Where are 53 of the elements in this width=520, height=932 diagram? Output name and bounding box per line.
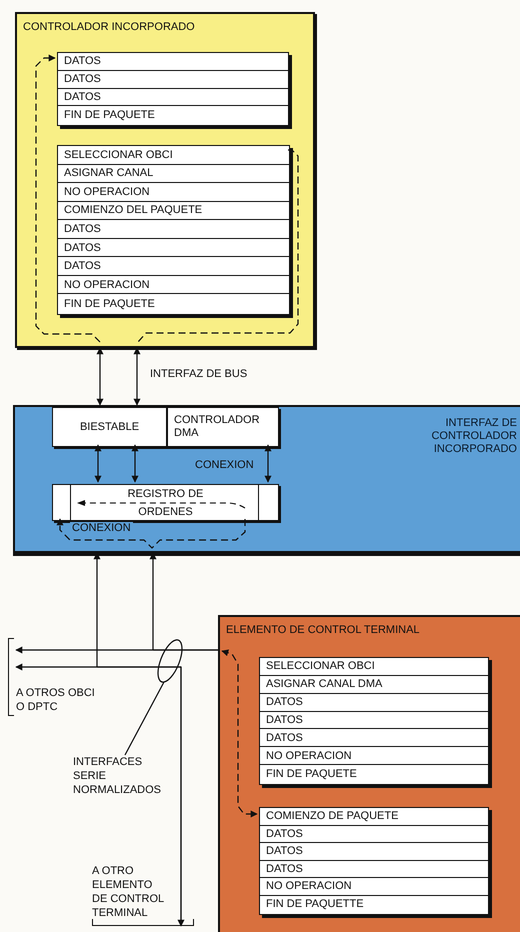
list-row-text: FIN DE PAQUETE [265,766,358,782]
arrow [134,347,140,406]
list-row: NO OPERACION [260,878,488,896]
panel [218,615,520,932]
list-row-text: FIN DE PAQUETE [63,108,156,124]
block-box: CONTROLADOR DMA [167,407,279,447]
list-row: DATOS [58,88,288,106]
list-row: DATOS [58,53,288,71]
list-row: SELECCIONAR OBCI [58,146,289,165]
list-row: COMIENZO DEL PAQUETE [58,202,289,220]
dashed-arrow [35,54,100,342]
message-list [259,807,489,915]
list-row: ASIGNAR CANAL DMA [260,676,488,694]
dashed-arrow [221,649,258,818]
leader-line [124,639,183,756]
list-row: NO OPERACION [260,747,488,766]
annotation-text: INTERFACES SERIE NORMALIZADOS [73,755,162,798]
arrow [132,444,138,483]
list-row: DATOS [58,238,289,258]
block-box: BIESTABLE [52,407,167,447]
list-row: DATOS [260,826,488,843]
arrow [96,347,104,406]
list-row: DATOS [260,694,488,712]
list-row: NO OPERACION [58,276,289,294]
list-row: DATOS [58,70,288,88]
arrow [264,444,272,483]
list-row: DATOS [58,257,289,276]
list-row: COMIENZO DE PAQUETE [260,808,488,826]
panel [15,12,315,348]
panel-heading: CONTROLADOR INCORPORADO [23,21,195,34]
arrow [94,444,102,483]
list-row: DATOS [58,220,289,239]
message-list [259,657,489,785]
list-row: DATOS [260,860,488,878]
destination-text: A OTRO ELEMENTO DE CONTROL TERMINAL [92,864,165,920]
list-row-text: FIN DE PAQUETTE [265,897,365,912]
interface-band [13,405,520,553]
list-row-text: FIN DE PAQUETE [63,296,156,312]
list-row: ASIGNAR CANAL [58,164,289,184]
arrow [15,664,184,927]
message-list [57,145,290,315]
dashed-arrow [56,518,246,549]
list-row: DATOS [260,729,488,748]
panel-heading: INTERFAZ DE CONTROLADOR INCORPORADO [430,417,517,456]
list-row: SELECCIONAR OBCI [260,658,488,676]
destination-text: A OTROS OBCI O DPTC [16,686,96,714]
register-label: REGISTRO DE ORDENES [126,487,204,520]
message-list [57,52,289,126]
list-row: NO OPERACION [58,183,289,202]
list-row: DATOS [260,712,488,730]
list-row: DATOS [260,843,488,860]
register-box [52,484,279,521]
panel-heading: ELEMENTO DE CONTROL TERMINAL [226,624,420,637]
